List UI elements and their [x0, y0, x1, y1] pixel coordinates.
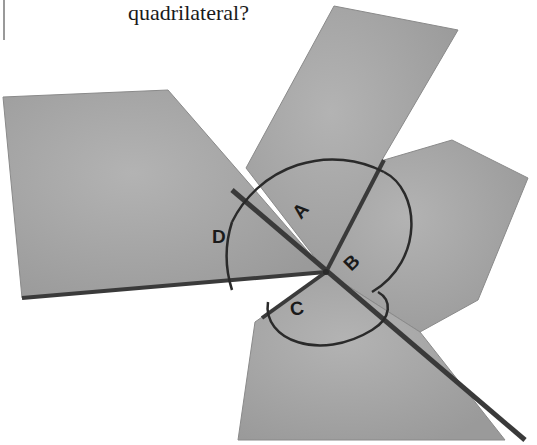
angle-arc [227, 222, 232, 290]
piece-edge [22, 272, 326, 298]
bottom-piece [238, 272, 505, 440]
question-text: quadrilateral? [128, 0, 249, 26]
angle-label: D [212, 226, 226, 248]
piece-edge [232, 190, 525, 440]
angle-arc [372, 172, 411, 292]
margin-rule [3, 0, 4, 40]
vertex-point [323, 269, 329, 275]
angle-arc [268, 292, 388, 345]
piece-edge [326, 160, 384, 272]
